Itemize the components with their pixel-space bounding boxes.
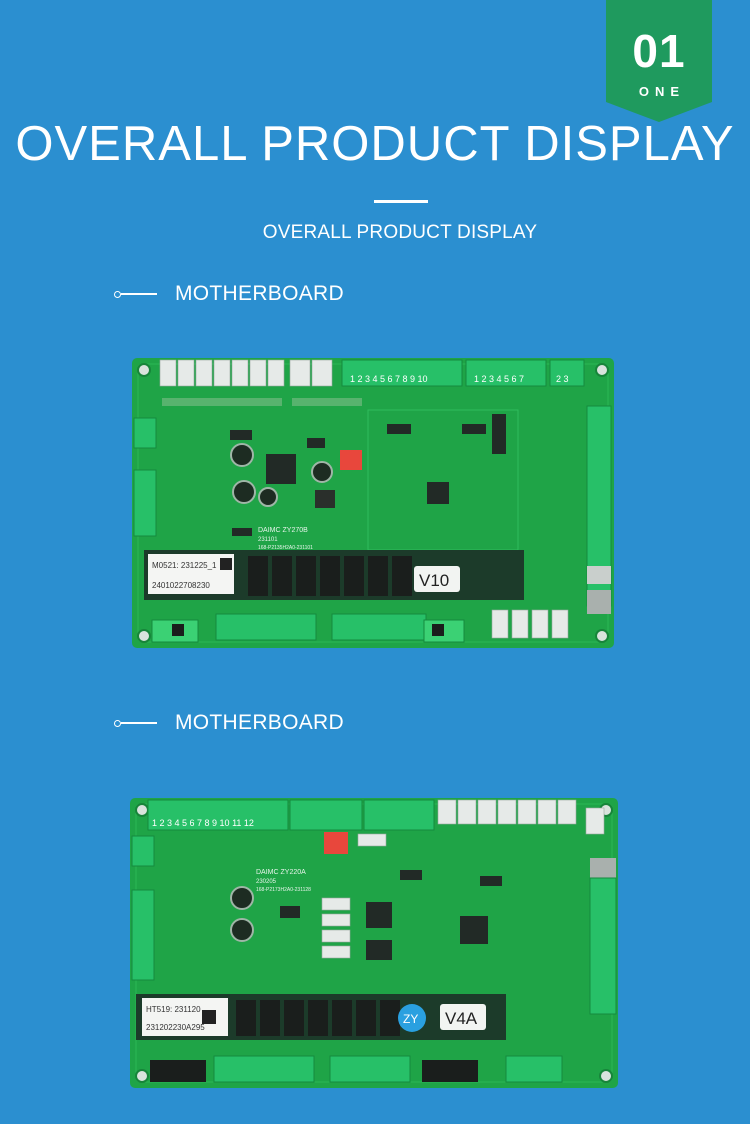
bullet-dot-icon — [114, 290, 121, 298]
badge-ribbon-shape — [606, 0, 712, 122]
pcb-board-2: 1 2 3 4 5 6 7 8 9 10 11 12 — [130, 798, 618, 1088]
bullet-dot-icon — [114, 719, 121, 727]
section-label-text: MOTHERBOARD — [175, 282, 344, 305]
pcb-board-1: 1 2 3 4 5 6 7 8 9 10 1 2 3 4 5 6 7 2 3 — [132, 358, 614, 648]
sticker-line-1: M0521: 231225_1 — [152, 561, 217, 570]
board-model: DAIMC ZY270B — [258, 527, 308, 534]
sticker-line-2: 2401022708230 — [152, 581, 210, 590]
svg-text:2 3: 2 3 — [556, 374, 569, 384]
section-label-1: MOTHERBOARD — [114, 282, 344, 306]
bullet-line — [121, 722, 157, 724]
bullet-line — [121, 293, 157, 295]
board-version: V10 — [419, 571, 449, 590]
sticker-line-1: HT519: 231120 — [146, 1005, 201, 1014]
page-title: OVERALL PRODUCT DISPLAY — [15, 117, 735, 171]
sticker-line-2: 231202230A295 — [146, 1023, 205, 1032]
motherboard-image-2: 1 2 3 4 5 6 7 8 9 10 11 12 — [130, 798, 618, 1088]
zy-logo: ZY — [403, 1012, 418, 1026]
svg-text:1 2 3 4 5 6 7: 1 2 3 4 5 6 7 — [474, 374, 524, 384]
board-part-no: 168-P2173H2A0-231128 — [256, 887, 311, 893]
board-model-code: 230205 — [256, 879, 277, 885]
badge-number: 01 — [632, 25, 686, 77]
svg-text:1 2 3 4 5 6 7 8 9 10: 1 2 3 4 5 6 7 8 9 10 — [350, 374, 428, 384]
board-model-code: 231101 — [258, 537, 278, 543]
page-subtitle: OVERALL PRODUCT DISPLAY — [262, 222, 538, 243]
section-number-badge: 01 ONE — [606, 0, 712, 122]
board-version: V4A — [445, 1009, 478, 1028]
svg-text:1 2 3 4 5 6 7 8 9 10 11 12: 1 2 3 4 5 6 7 8 9 10 11 12 — [152, 818, 254, 828]
motherboard-image-1: 1 2 3 4 5 6 7 8 9 10 1 2 3 4 5 6 7 2 3 — [132, 358, 614, 648]
title-divider — [374, 200, 428, 203]
board-model: DAIMC ZY220A — [256, 869, 306, 876]
section-label-text: MOTHERBOARD — [175, 711, 344, 734]
badge-word: ONE — [638, 84, 686, 99]
board-part-no: 168-P2135H2A0-231101 — [258, 545, 313, 551]
section-label-2: MOTHERBOARD — [114, 711, 344, 735]
